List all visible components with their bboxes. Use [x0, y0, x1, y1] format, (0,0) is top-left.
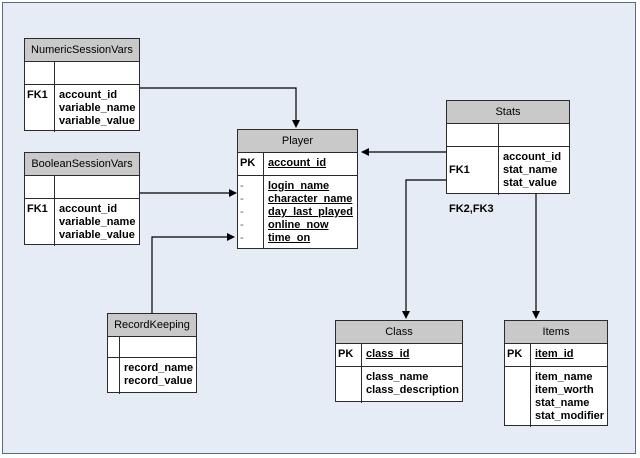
- attribute: record_name: [124, 362, 194, 374]
- attribute: stat_name: [503, 164, 558, 176]
- attribute-list: record_name record_value: [120, 358, 196, 394]
- attribute: login_name: [268, 180, 330, 192]
- entity-title: NumericSessionVars: [25, 39, 139, 62]
- pk-label: PK: [505, 344, 531, 366]
- attribute: account_id: [59, 89, 118, 101]
- attribute: time_on: [268, 232, 311, 244]
- key-label: FK2,FK3: [449, 203, 494, 215]
- pk-label: PK: [238, 153, 264, 175]
- attribute: variable_value: [59, 115, 135, 127]
- primary-key: item_id: [535, 348, 574, 360]
- key-labels: FK1 FK2,FK3: [447, 147, 499, 215]
- attribute-list: account_id variable_name variable_value: [55, 85, 139, 132]
- attribute: class_description: [366, 384, 459, 396]
- key-label: FK1: [25, 85, 55, 132]
- attribute-list: item_name item_worth stat_name stat_modi…: [531, 367, 607, 427]
- attribute: item_name: [535, 371, 593, 383]
- entity-record-keeping: RecordKeeping record_name record_value: [107, 313, 197, 394]
- attribute: account_id: [503, 151, 562, 163]
- entity-class: Class PK class_id class_name class_descr…: [335, 320, 463, 403]
- link-record-to-player: [151, 233, 235, 313]
- attribute-list: account_id stat_name stat_value: [499, 147, 569, 195]
- entity-player: Player PK account_id - - - - - login_nam…: [237, 129, 358, 249]
- entity-stats: Stats FK1 FK2,FK3 account_id stat_name s…: [446, 100, 570, 215]
- attribute-list: account_id variable_name variable_value: [55, 199, 139, 246]
- attribute: variable_name: [59, 216, 136, 228]
- attribute: class_name: [366, 371, 429, 383]
- attribute: record_value: [124, 375, 193, 387]
- entity-title: Stats: [447, 101, 569, 124]
- entity-title: BooleanSessionVars: [25, 153, 139, 176]
- attribute: online_now: [268, 219, 329, 231]
- entity-items: Items PK item_id item_name item_worth st…: [504, 320, 608, 427]
- attribute: stat_value: [503, 177, 557, 189]
- attribute: variable_name: [59, 102, 136, 114]
- entity-title: Items: [505, 321, 607, 344]
- attribute: account_id: [59, 203, 118, 215]
- entity-title: Player: [238, 130, 357, 153]
- bullet-column: - - - - -: [238, 176, 264, 249]
- entity-title: RecordKeeping: [108, 314, 196, 337]
- key-label: FK1: [25, 199, 55, 246]
- entity-numeric-session-vars: NumericSessionVars FK1 account_id variab…: [24, 38, 140, 132]
- key-label: FK1: [449, 164, 470, 176]
- attribute: stat_name: [535, 397, 590, 409]
- pk-label: PK: [336, 344, 362, 366]
- primary-key: account_id: [268, 157, 327, 169]
- attribute: variable_value: [59, 229, 135, 241]
- attribute: character_name: [268, 193, 353, 205]
- primary-key: class_id: [366, 348, 410, 360]
- attribute: stat_modifier: [535, 410, 605, 422]
- attribute-list: class_name class_description: [362, 367, 462, 403]
- attribute: item_worth: [535, 384, 594, 396]
- link-stats-to-class: [402, 179, 446, 319]
- attribute-list: login_name character_name day_last_playe…: [264, 176, 357, 249]
- link-numeric-to-player: [140, 87, 300, 128]
- attribute: day_last_played: [268, 206, 353, 218]
- entity-boolean-session-vars: BooleanSessionVars FK1 account_id variab…: [24, 152, 140, 246]
- entity-title: Class: [336, 321, 462, 344]
